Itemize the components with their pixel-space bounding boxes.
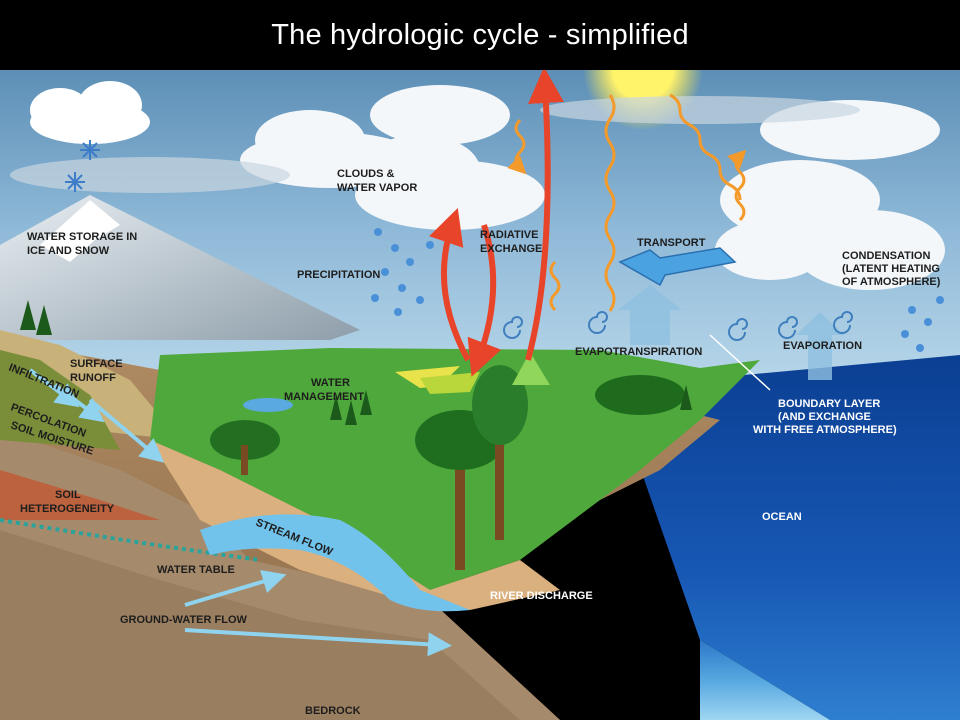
hydrologic-cycle-diagram: CLOUDS & WATER VAPOR WATER STORAGE IN IC… <box>0 70 960 720</box>
soil-heterogeneity-band <box>0 470 160 520</box>
transport-arrow <box>618 247 737 287</box>
precipitation-drops <box>371 228 434 316</box>
label-boundary-2: (AND EXCHANGE <box>778 411 871 423</box>
label-clouds-1: CLOUDS & <box>337 168 395 180</box>
label-soil-het-1: SOIL <box>55 489 81 501</box>
label-bedrock: BEDROCK <box>305 705 361 717</box>
label-condensation-3: OF ATMOSPHERE) <box>842 276 941 288</box>
mountain-snowcap <box>40 200 120 262</box>
evapotranspiration-arrow <box>618 285 682 345</box>
label-precipitation: PRECIPITATION <box>297 269 380 281</box>
wind-swirls <box>503 311 853 341</box>
field-2 <box>420 372 480 394</box>
radiative-arrows <box>429 70 564 377</box>
label-condensation-2: (LATENT HEATING <box>842 263 940 275</box>
cloud-haze <box>10 96 860 193</box>
field-3 <box>512 352 550 385</box>
label-surface-runoff-2: RUNOFF <box>70 372 116 384</box>
ocean-surface <box>620 355 960 720</box>
label-condensation-1: CONDENSATION <box>842 250 930 262</box>
label-water-management-2: MANAGEMENT <box>284 391 364 403</box>
sun-core <box>613 70 673 100</box>
label-boundary-3: WITH FREE ATMOSPHERE) <box>753 424 897 436</box>
label-river-discharge: RIVER DISCHARGE <box>490 590 593 602</box>
reservoir <box>243 398 293 412</box>
label-ocean: OCEAN <box>762 511 802 523</box>
boundary-leader-line <box>709 334 771 391</box>
label-radiative-2: EXCHANGE <box>480 243 542 255</box>
longwave-radiation-waves <box>507 93 747 312</box>
label-ice-snow-2: ICE AND SNOW <box>27 245 110 257</box>
evaporation-arrow <box>796 312 844 380</box>
label-evapotranspiration: EVAPOTRANSPIRATION <box>575 346 702 358</box>
cloud-center <box>240 85 545 230</box>
cloud-right <box>715 100 945 290</box>
label-evaporation: EVAPORATION <box>783 340 862 352</box>
deep-ground <box>0 530 520 720</box>
stream <box>200 514 470 612</box>
title-bar: The hydrologic cycle - simplified <box>0 0 960 70</box>
snowflake-icon <box>65 140 100 192</box>
label-water-table: WATER TABLE <box>157 564 235 576</box>
label-boundary-1: BOUNDARY LAYER <box>778 398 880 410</box>
label-soil-het-2: HETEROGENEITY <box>20 503 115 515</box>
label-radiative-1: RADIATIVE <box>480 229 538 241</box>
condensation-drops <box>901 296 944 352</box>
infiltration-arrows <box>28 368 452 657</box>
label-ice-snow-1: WATER STORAGE IN <box>27 231 137 243</box>
ocean-side <box>700 640 830 720</box>
cloud-top-left <box>30 81 150 144</box>
slide-title: The hydrologic cycle - simplified <box>271 18 689 51</box>
label-clouds-2: WATER VAPOR <box>337 182 417 194</box>
forest <box>20 300 692 570</box>
water-table-line <box>0 518 261 562</box>
field-1 <box>395 366 460 388</box>
label-transport: TRANSPORT <box>637 237 706 249</box>
label-groundwater: GROUND-WATER FLOW <box>120 614 248 626</box>
label-water-management-1: WATER <box>311 377 350 389</box>
label-surface-runoff-1: SURFACE <box>70 358 123 370</box>
